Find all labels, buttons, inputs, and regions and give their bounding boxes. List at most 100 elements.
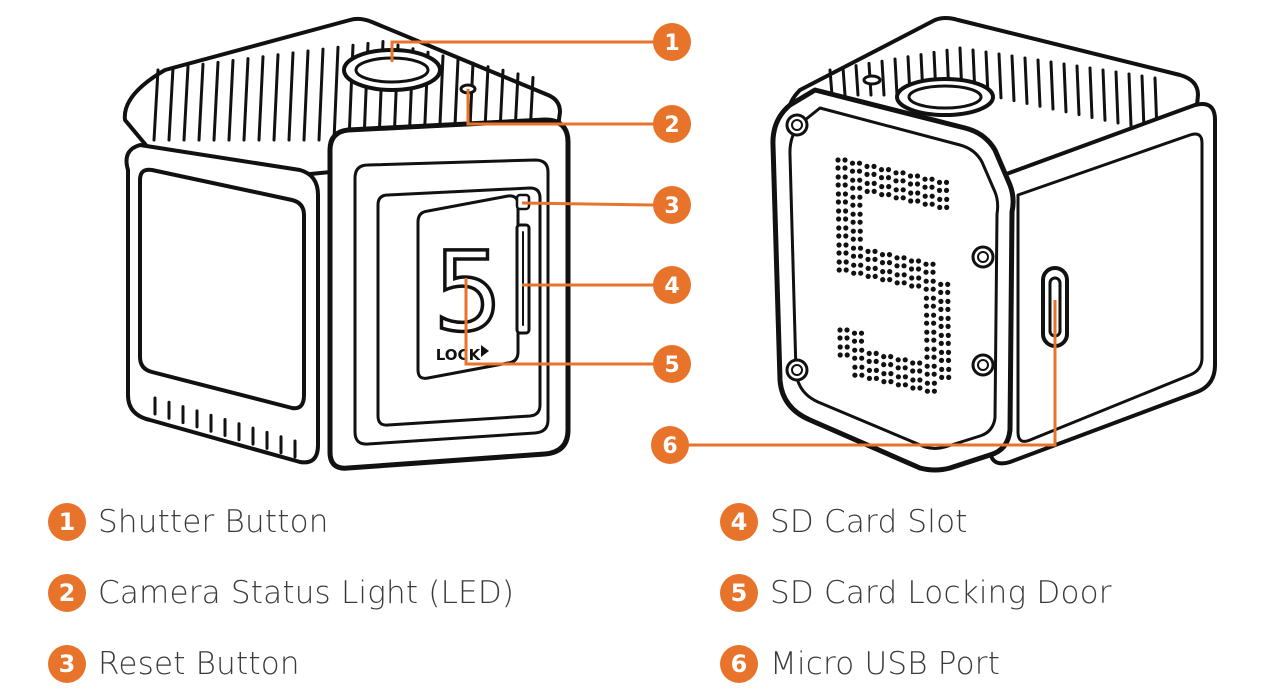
led-dot — [946, 366, 952, 372]
led-dot — [917, 385, 923, 391]
led-dot — [843, 216, 849, 222]
led-dot — [857, 177, 863, 183]
led-dot — [893, 170, 899, 176]
led-dot — [871, 163, 877, 169]
led-dot — [850, 185, 856, 191]
led-dot — [908, 266, 915, 272]
led-dot — [886, 192, 892, 198]
lock-arrow-icon — [481, 345, 489, 357]
vent-line — [332, 45, 340, 142]
legend-badge: 4 — [720, 503, 758, 541]
led-dot — [872, 273, 878, 279]
vent-line — [880, 59, 886, 97]
led-dot — [844, 352, 850, 358]
vent-line — [212, 60, 220, 142]
led-dot — [945, 315, 951, 321]
led-dot — [908, 190, 914, 196]
led-dot — [900, 178, 906, 184]
led-dot — [857, 194, 863, 200]
led-dot — [945, 289, 951, 295]
camera-back-face-inner — [788, 106, 1000, 450]
led-dot — [930, 295, 937, 301]
vent-line — [272, 53, 280, 142]
vent-line — [828, 68, 834, 97]
led-dot — [931, 354, 937, 360]
callout-line-5 — [464, 278, 654, 366]
led-dot — [864, 171, 870, 177]
led-dot — [929, 176, 935, 182]
led-dot — [923, 303, 930, 309]
legend-badge: 5 — [720, 574, 758, 612]
led-dot — [866, 367, 873, 373]
led-dot — [872, 248, 878, 254]
led-dot — [865, 265, 871, 271]
led-dot — [923, 269, 929, 275]
led-dot — [907, 173, 914, 179]
led-dot — [852, 372, 858, 378]
led-dot — [837, 335, 843, 341]
legend-label: Reset Button — [98, 646, 300, 682]
led-dot — [922, 201, 928, 207]
led-dot — [910, 360, 916, 366]
vent-line — [167, 66, 175, 142]
led-dot — [859, 347, 865, 353]
led-dot — [924, 337, 930, 343]
led-dot — [856, 160, 863, 166]
vent-line — [257, 55, 265, 142]
led-dot — [924, 346, 930, 352]
led-dot — [852, 347, 858, 353]
led-dot — [865, 256, 871, 262]
led-dot — [945, 323, 951, 329]
led-dot — [923, 261, 929, 267]
led-dot — [945, 306, 951, 312]
vent-line — [182, 64, 190, 142]
led-dot — [873, 367, 880, 373]
led-dot — [873, 350, 879, 356]
led-dot — [886, 260, 893, 266]
led-dot — [859, 372, 865, 378]
callout-number-1: 1 — [664, 31, 679, 56]
led-dot — [878, 175, 885, 181]
led-dot — [849, 168, 856, 174]
legend-badge: 2 — [48, 574, 86, 612]
led-dot — [835, 165, 841, 171]
led-dot — [843, 242, 849, 248]
led-dot — [873, 375, 880, 381]
led-dot — [866, 375, 873, 381]
led-dot — [900, 170, 906, 176]
led-dot — [938, 357, 945, 363]
led-dot — [909, 275, 915, 281]
vent-line — [1075, 64, 1081, 117]
led-dot — [895, 357, 901, 363]
legend-badge: 3 — [48, 645, 86, 683]
vent-line — [1114, 70, 1120, 125]
led-dot — [924, 320, 930, 326]
led-dot — [915, 198, 921, 204]
led-dot — [894, 255, 900, 261]
led-dot — [850, 219, 856, 225]
callout-badge-3: 3 — [653, 186, 691, 224]
callout-badge-2: 2 — [653, 105, 691, 143]
led-dot — [908, 258, 915, 264]
led-dot — [916, 275, 922, 281]
vent-line — [227, 59, 235, 142]
led-dot — [924, 371, 930, 377]
led-dot — [938, 289, 944, 295]
led-dot — [879, 184, 885, 190]
led-dot — [937, 204, 943, 210]
led-dot — [914, 181, 921, 187]
led-dot — [923, 295, 930, 301]
led-dot — [871, 180, 877, 186]
led-dot — [939, 366, 945, 372]
led-dot — [930, 278, 936, 284]
led-dot — [945, 340, 951, 346]
led-dot — [923, 286, 929, 292]
back-dot-matrix-digit — [835, 157, 952, 394]
vent-line — [302, 49, 310, 142]
led-dot — [835, 182, 841, 188]
led-dot — [842, 191, 849, 197]
led-dot — [864, 163, 870, 169]
led-dot — [887, 277, 893, 283]
led-dot — [901, 263, 907, 269]
